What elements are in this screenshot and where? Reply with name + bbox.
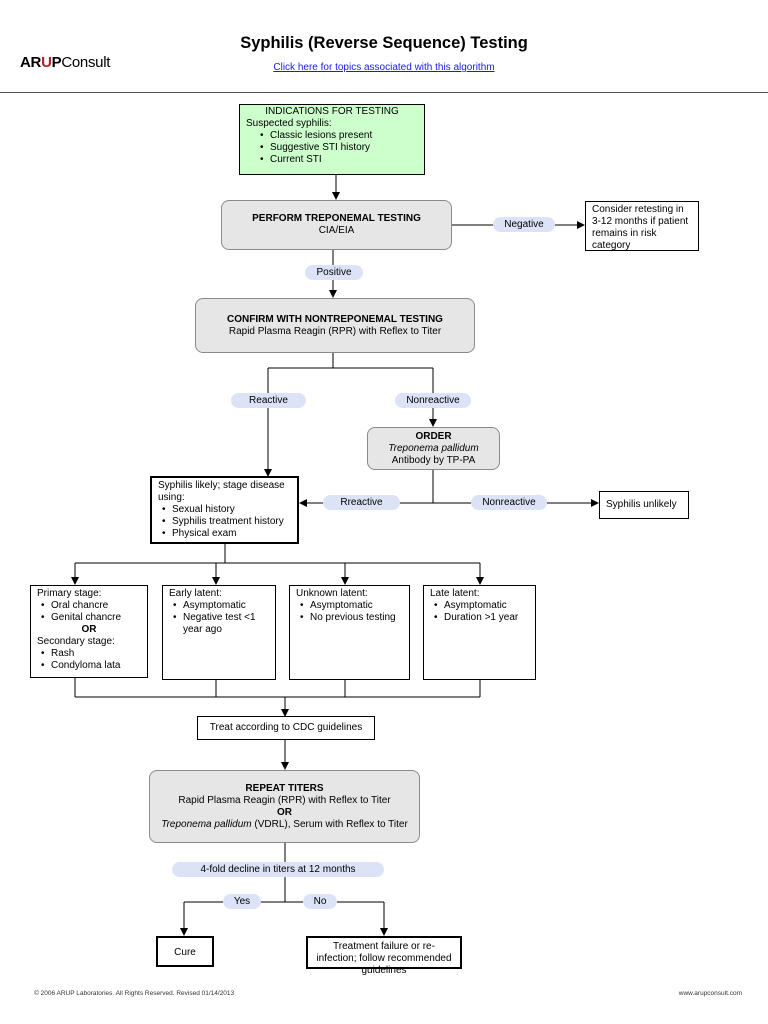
likely-item: Sexual history: [162, 504, 291, 516]
likely-list: Sexual history Syphilis treatment histor…: [158, 504, 291, 540]
primary-or: OR: [81, 624, 97, 635]
likely-heading: Syphilis likely; stage disease using:: [158, 480, 285, 503]
primary-item: Oral chancre: [41, 600, 141, 612]
primary-heading: Primary stage:: [37, 588, 102, 599]
treat-box: Treat according to CDC guidelines: [197, 716, 375, 740]
nontreponemal-title: CONFIRM WITH NONTREPONEMAL TESTING: [227, 313, 443, 325]
syphilis-likely-box: Syphilis likely; stage disease using: Se…: [150, 476, 299, 544]
likely-item: Physical exam: [162, 528, 291, 540]
indications-heading: INDICATIONS FOR TESTING: [265, 106, 399, 117]
reactive-label: Reactive: [231, 393, 306, 408]
early-item: Asymptomatic: [173, 600, 269, 612]
treponemal-sub: CIA/EIA: [318, 225, 355, 236]
order-italic: Treponema pallidum: [388, 442, 479, 454]
indications-item: Current STI: [260, 154, 418, 166]
secondary-item: Condyloma lata: [41, 660, 141, 672]
indications-box: INDICATIONS FOR TESTING Suspected syphil…: [239, 104, 425, 175]
header-divider: [0, 92, 768, 93]
late-list: Asymptomatic Duration >1 year: [430, 600, 529, 624]
footer-url[interactable]: www.arupconsult.com: [678, 990, 742, 997]
footer-copyright: © 2006 ARUP Laboratories. All Rights Res…: [34, 990, 235, 997]
late-item: Asymptomatic: [434, 600, 529, 612]
decline-label: 4-fold decline in titers at 12 months: [172, 862, 384, 877]
repeat-line2-italic: Treponema pallidum: [161, 818, 252, 830]
positive-label: Positive: [305, 265, 363, 280]
logo-text-consult: Consult: [61, 54, 111, 71]
syphilis-unlikely-box: Syphilis unlikely: [599, 491, 689, 519]
secondary-item: Rash: [41, 648, 141, 660]
repeat-line2: Treponema pallidum (VDRL), Serum with Re…: [150, 819, 419, 831]
unknown-item: Asymptomatic: [300, 600, 403, 612]
indications-item: Classic lesions present: [260, 130, 418, 142]
secondary-heading: Secondary stage:: [37, 636, 115, 647]
early-list: Asymptomatic Negative test <1 year ago: [169, 600, 269, 636]
yes-label: Yes: [223, 894, 261, 909]
repeat-line2-rest: (VDRL), Serum with Reflex to Titer: [251, 818, 408, 830]
nontreponemal-testing-box: CONFIRM WITH NONTREPONEMAL TESTING Rapid…: [195, 298, 475, 353]
rreactive-label: Rreactive: [323, 495, 400, 510]
nonreactive-label: Nonreactive: [395, 393, 471, 408]
treponemal-testing-box: PERFORM TREPONEMAL TESTING CIA/EIA: [221, 200, 452, 250]
primary-list: Oral chancre Genital chancre: [37, 600, 141, 624]
treatment-failure-box: Treatment failure or re-infection; follo…: [306, 936, 462, 976]
unknown-heading: Unknown latent:: [296, 588, 368, 599]
early-heading: Early latent:: [169, 588, 222, 599]
unknown-list: Asymptomatic No previous testing: [296, 600, 403, 624]
negative-label: Negative: [493, 217, 555, 232]
order-box: ORDER Treponema pallidum Antibody by TP-…: [367, 427, 500, 470]
unknown-latent-box: Unknown latent: Asymptomatic No previous…: [289, 585, 410, 680]
late-item: Duration >1 year: [434, 612, 529, 624]
order-title: ORDER: [415, 430, 452, 442]
unknown-item: No previous testing: [300, 612, 403, 624]
indications-subheading: Suspected syphilis:: [246, 118, 332, 129]
logo-text-ar: AR: [20, 54, 42, 71]
retest-box: Consider retesting in 3-12 months if pat…: [585, 201, 699, 251]
repeat-title: REPEAT TITERS: [245, 782, 324, 794]
repeat-line1: Rapid Plasma Reagin (RPR) with Reflex to…: [178, 794, 391, 806]
indications-list: Classic lesions present Suggestive STI h…: [246, 130, 418, 166]
late-heading: Late latent:: [430, 588, 480, 599]
early-item: Negative test <1 year ago: [173, 612, 269, 636]
logo-text-p: P: [51, 54, 62, 71]
late-latent-box: Late latent: Asymptomatic Duration >1 ye…: [423, 585, 536, 680]
nontreponemal-sub: Rapid Plasma Reagin (RPR) with Reflex to…: [228, 325, 442, 337]
secondary-list: Rash Condyloma lata: [37, 648, 141, 672]
order-sub: Antibody by TP-PA: [391, 454, 476, 466]
cure-box: Cure: [156, 936, 214, 967]
repeat-titers-box: REPEAT TITERS Rapid Plasma Reagin (RPR) …: [149, 770, 420, 843]
primary-item: Genital chancre: [41, 612, 141, 624]
nonreactive2-label: Nonreactive: [471, 495, 547, 510]
early-latent-box: Early latent: Asymptomatic Negative test…: [162, 585, 276, 680]
indications-item: Suggestive STI history: [260, 142, 418, 154]
page-title: Syphilis (Reverse Sequence) Testing: [240, 34, 528, 52]
treponemal-title: PERFORM TREPONEMAL TESTING: [252, 213, 421, 224]
logo-text-u: U: [41, 54, 52, 71]
primary-stage-box: Primary stage: Oral chancre Genital chan…: [30, 585, 148, 678]
topics-link[interactable]: Click here for topics associated with th…: [273, 62, 495, 73]
likely-item: Syphilis treatment history: [162, 516, 291, 528]
repeat-or: OR: [277, 806, 292, 818]
no-label: No: [303, 894, 337, 909]
